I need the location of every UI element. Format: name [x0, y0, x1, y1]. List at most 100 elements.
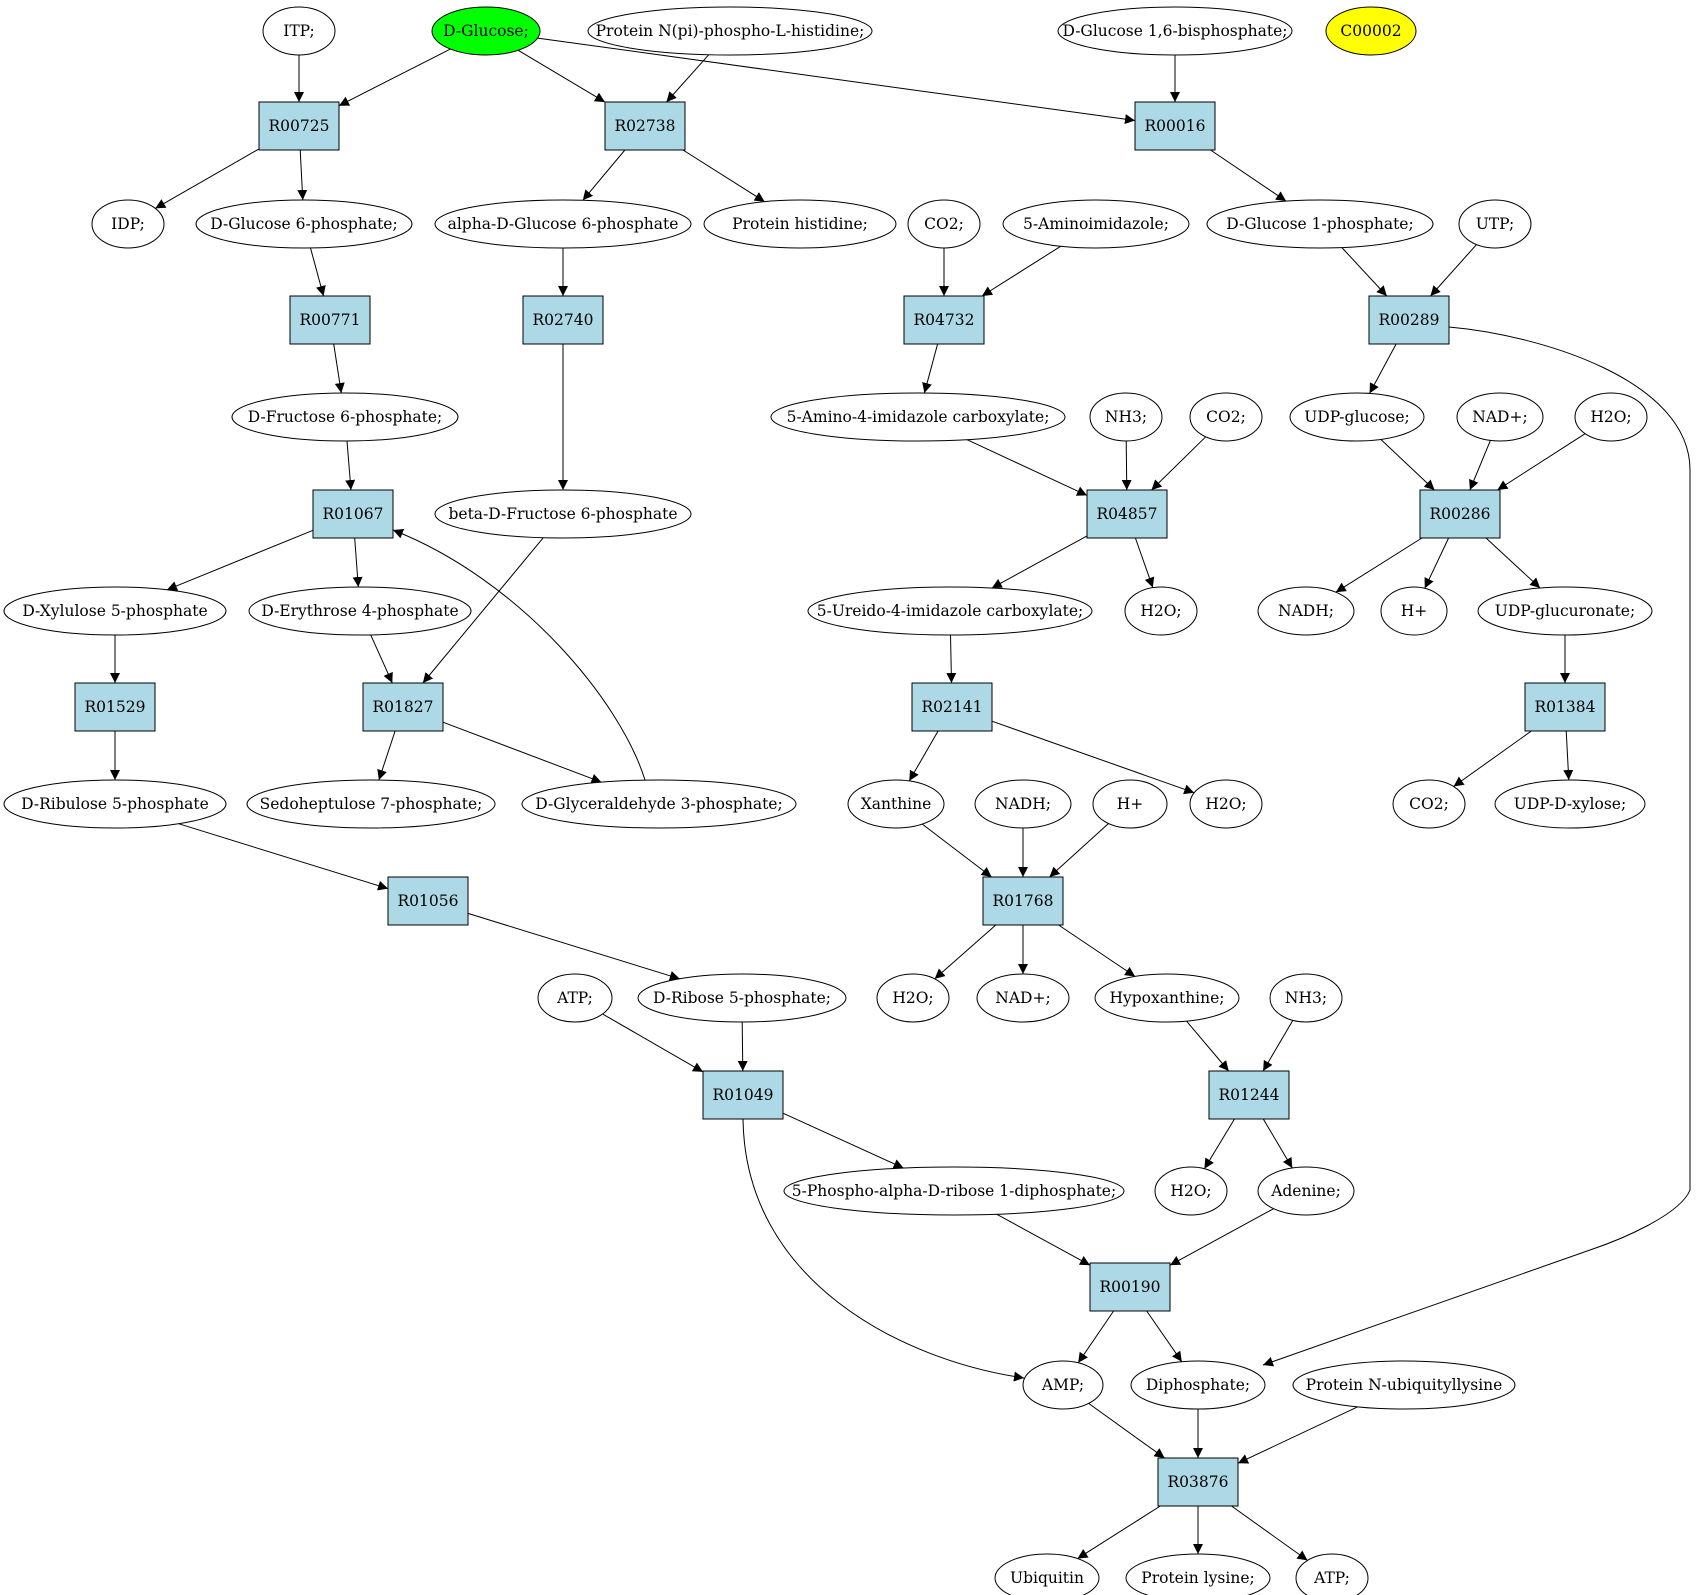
reaction-node-r01384[interactable]: R01384 [1524, 682, 1606, 732]
compound-node-adenine[interactable]: Adenine; [1257, 1166, 1355, 1216]
compound-node-prothis[interactable]: Protein histidine; [703, 199, 897, 249]
compound-node-df6p[interactable]: D-Fructose 6-phosphate; [231, 392, 459, 442]
edge-co2b-to-r04857 [1151, 436, 1207, 491]
compound-node-udpglc[interactable]: UDP-glucose; [1289, 392, 1425, 442]
compound-node-h2od[interactable]: H2O; [876, 973, 950, 1023]
compound-node-atpa[interactable]: ATP; [537, 973, 613, 1023]
compound-node-nadplusa[interactable]: NAD+; [1456, 392, 1544, 442]
node-label: R00286 [1430, 505, 1491, 523]
compound-node-dr5p[interactable]: D-Ribulose 5-phosphate [3, 779, 227, 829]
compound-node-prpp[interactable]: 5-Phospho-alpha-D-ribose 1-diphosphate; [783, 1166, 1125, 1216]
compound-ellipse [1292, 1360, 1516, 1410]
compound-node-nadha[interactable]: NADH; [1257, 586, 1355, 636]
compound-ellipse [1130, 1360, 1266, 1410]
reaction-node-r00286[interactable]: R00286 [1419, 489, 1501, 539]
compound-node-protnpi[interactable]: Protein N(pi)-phospho-L-histidine; [587, 6, 873, 56]
reaction-node-r01768[interactable]: R01768 [982, 876, 1064, 926]
edge-hplusb-to-r01768 [1049, 823, 1109, 878]
compound-node-h2oe[interactable]: H2O; [1154, 1166, 1228, 1216]
compound-node-protlys[interactable]: Protein lysine; [1125, 1553, 1271, 1595]
edge-dglucose-to-r00725 [338, 48, 451, 107]
compound-node-aic[interactable]: 5-Amino-4-imidazole carboxylate; [770, 392, 1066, 442]
compound-node-c00002[interactable]: C00002 [1325, 6, 1417, 56]
reaction-node-r01067[interactable]: R01067 [312, 489, 394, 539]
compound-node-utp[interactable]: UTP; [1458, 199, 1532, 249]
compound-node-ubiquitin[interactable]: Ubiquitin [994, 1553, 1100, 1595]
compound-node-co2a[interactable]: CO2; [907, 199, 981, 249]
compound-ellipse [434, 489, 692, 539]
reaction-node-r04857[interactable]: R04857 [1086, 489, 1168, 539]
reaction-node-r01056[interactable]: R01056 [387, 876, 469, 926]
compound-ellipse [783, 1166, 1125, 1216]
compound-node-dg16bp[interactable]: D-Glucose 1,6-bisphosphate; [1057, 6, 1293, 56]
compound-node-h2oc[interactable]: H2O; [1189, 779, 1263, 829]
compound-node-protnub[interactable]: Protein N-ubiquityllysine [1292, 1360, 1516, 1410]
compound-node-itp[interactable]: ITP; [262, 6, 336, 56]
compound-node-hypox[interactable]: Hypoxanthine; [1094, 973, 1240, 1023]
reaction-node-r01244[interactable]: R01244 [1208, 1070, 1290, 1120]
node-label: Diphosphate; [1146, 1376, 1250, 1394]
node-label: AMP; [1041, 1376, 1084, 1394]
reaction-node-r04732[interactable]: R04732 [903, 295, 985, 345]
node-label: R02738 [615, 117, 676, 135]
edge-r04732-to-aic [922, 343, 939, 394]
compound-node-amp[interactable]: AMP; [1022, 1360, 1104, 1410]
compound-node-uic[interactable]: 5-Ureido-4-imidazole carboxylate; [807, 586, 1093, 636]
reaction-node-r01827[interactable]: R01827 [362, 682, 444, 732]
reaction-node-r00289[interactable]: R00289 [1368, 295, 1450, 345]
compound-node-h2oa[interactable]: H2O; [1574, 392, 1648, 442]
reaction-node-r01529[interactable]: R01529 [74, 682, 156, 732]
reaction-node-r00725[interactable]: R00725 [258, 101, 340, 151]
node-label: D-Glucose 6-phosphate; [210, 215, 397, 233]
compound-node-udpxyl[interactable]: UDP-D-xylose; [1494, 779, 1646, 829]
compound-node-dg1p[interactable]: D-Glucose 1-phosphate; [1206, 199, 1434, 249]
compound-node-dribose5p[interactable]: D-Ribose 5-phosphate; [637, 973, 847, 1023]
compound-node-nh3a[interactable]: NH3; [1089, 392, 1163, 442]
compound-node-dx5p[interactable]: D-Xylulose 5-phosphate [3, 586, 227, 636]
compound-node-h2ob[interactable]: H2O; [1124, 586, 1198, 636]
compound-ellipse [3, 779, 227, 829]
compound-node-co2c[interactable]: CO2; [1392, 779, 1466, 829]
node-label: beta-D-Fructose 6-phosphate [448, 505, 677, 523]
reaction-box [911, 682, 993, 732]
compound-node-diphos[interactable]: Diphosphate; [1130, 1360, 1266, 1410]
compound-node-bdf6p[interactable]: beta-D-Fructose 6-phosphate [434, 489, 692, 539]
node-label: H2O; [1205, 795, 1246, 813]
edge-udpglc-to-r00286 [1380, 439, 1435, 491]
compound-node-aminoimid[interactable]: 5-Aminoimidazole; [1002, 199, 1190, 249]
reaction-node-r00190[interactable]: R00190 [1089, 1262, 1171, 1312]
reaction-node-r02738[interactable]: R02738 [604, 101, 686, 151]
compound-node-g3p[interactable]: D-Glyceraldehyde 3-phosphate; [521, 779, 797, 829]
edge-r01768-to-hypox [1058, 924, 1136, 977]
compound-node-dg6p[interactable]: D-Glucose 6-phosphate; [195, 199, 413, 249]
compound-node-idp[interactable]: IDP; [91, 199, 165, 249]
compound-ellipse [847, 779, 945, 829]
reaction-box [1134, 101, 1216, 151]
reaction-node-r02740[interactable]: R02740 [522, 295, 604, 345]
compound-node-co2b[interactable]: CO2; [1189, 392, 1263, 442]
compound-node-s7p[interactable]: Sedoheptulose 7-phosphate; [246, 779, 496, 829]
reaction-node-r01049[interactable]: R01049 [702, 1070, 784, 1120]
reaction-node-r00016[interactable]: R00016 [1134, 101, 1216, 151]
compound-ellipse [1189, 392, 1263, 442]
compound-node-atpb[interactable]: ATP; [1295, 1553, 1369, 1595]
compound-ellipse [1380, 586, 1448, 636]
compound-node-de4p[interactable]: D-Erythrose 4-phosphate [248, 586, 472, 636]
compound-node-nadhb[interactable]: NADH; [974, 779, 1072, 829]
compound-node-nadplusb[interactable]: NAD+; [976, 973, 1070, 1023]
node-label: Protein N(pi)-phospho-L-histidine; [596, 22, 865, 40]
compound-node-nh3b[interactable]: NH3; [1269, 973, 1343, 1023]
reaction-node-r02141[interactable]: R02141 [911, 682, 993, 732]
reaction-node-r03876[interactable]: R03876 [1157, 1457, 1239, 1507]
compound-node-dglucose[interactable]: D-Glucose; [431, 6, 541, 56]
node-label: H+ [1401, 602, 1428, 620]
compound-node-hplusa[interactable]: H+ [1380, 586, 1448, 636]
compound-node-udpglcn[interactable]: UDP-glucuronate; [1477, 586, 1653, 636]
compound-node-adg6p[interactable]: alpha-D-Glucose 6-phosphate [434, 199, 692, 249]
edge-r02141-to-xanthine [908, 730, 939, 782]
compound-node-hplusb[interactable]: H+ [1092, 779, 1168, 829]
reaction-node-r00771[interactable]: R00771 [289, 295, 371, 345]
compound-node-xanthine[interactable]: Xanthine [847, 779, 945, 829]
node-label: D-Glucose 1-phosphate; [1226, 215, 1413, 233]
edge-aminoimid-to-r04732 [981, 245, 1062, 297]
